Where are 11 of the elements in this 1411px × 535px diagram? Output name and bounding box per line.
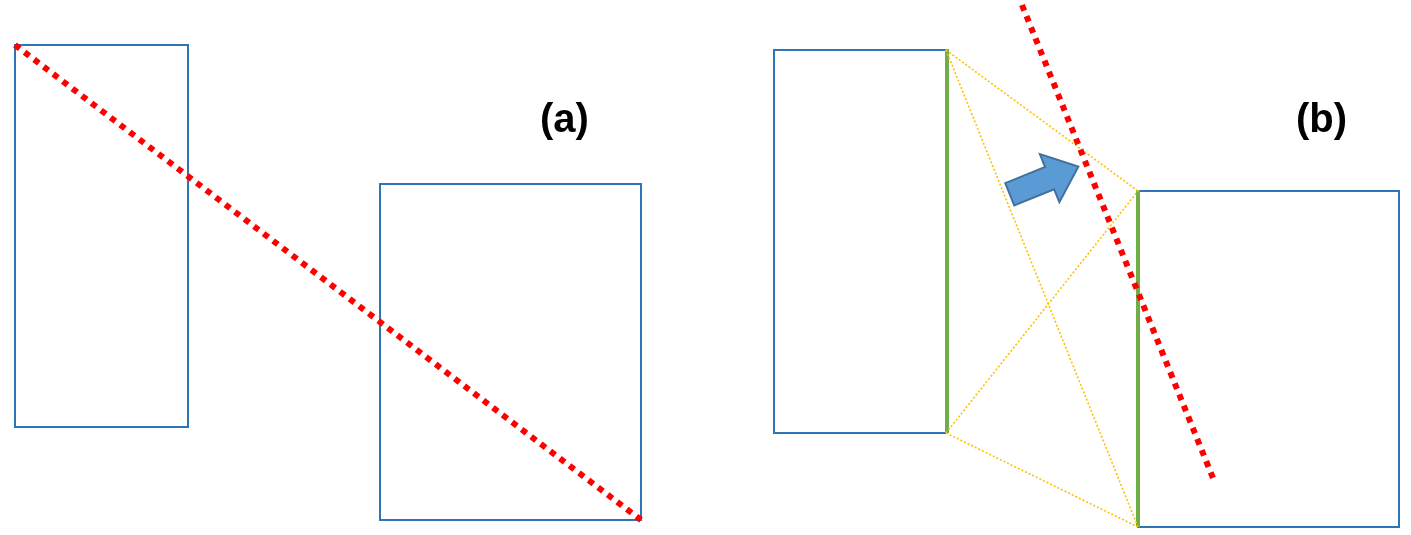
rectangle [379,183,642,521]
rectangle [1137,190,1400,528]
connector-line [945,190,1139,434]
panel-label: (b) [1296,98,1348,138]
separating-line [13,42,643,523]
connector-line [945,432,1139,528]
panel-label: (a) [540,98,589,138]
connector-line [945,49,1139,192]
connector-line [945,49,1139,528]
rectangle [14,44,189,428]
rectangle [773,49,947,434]
